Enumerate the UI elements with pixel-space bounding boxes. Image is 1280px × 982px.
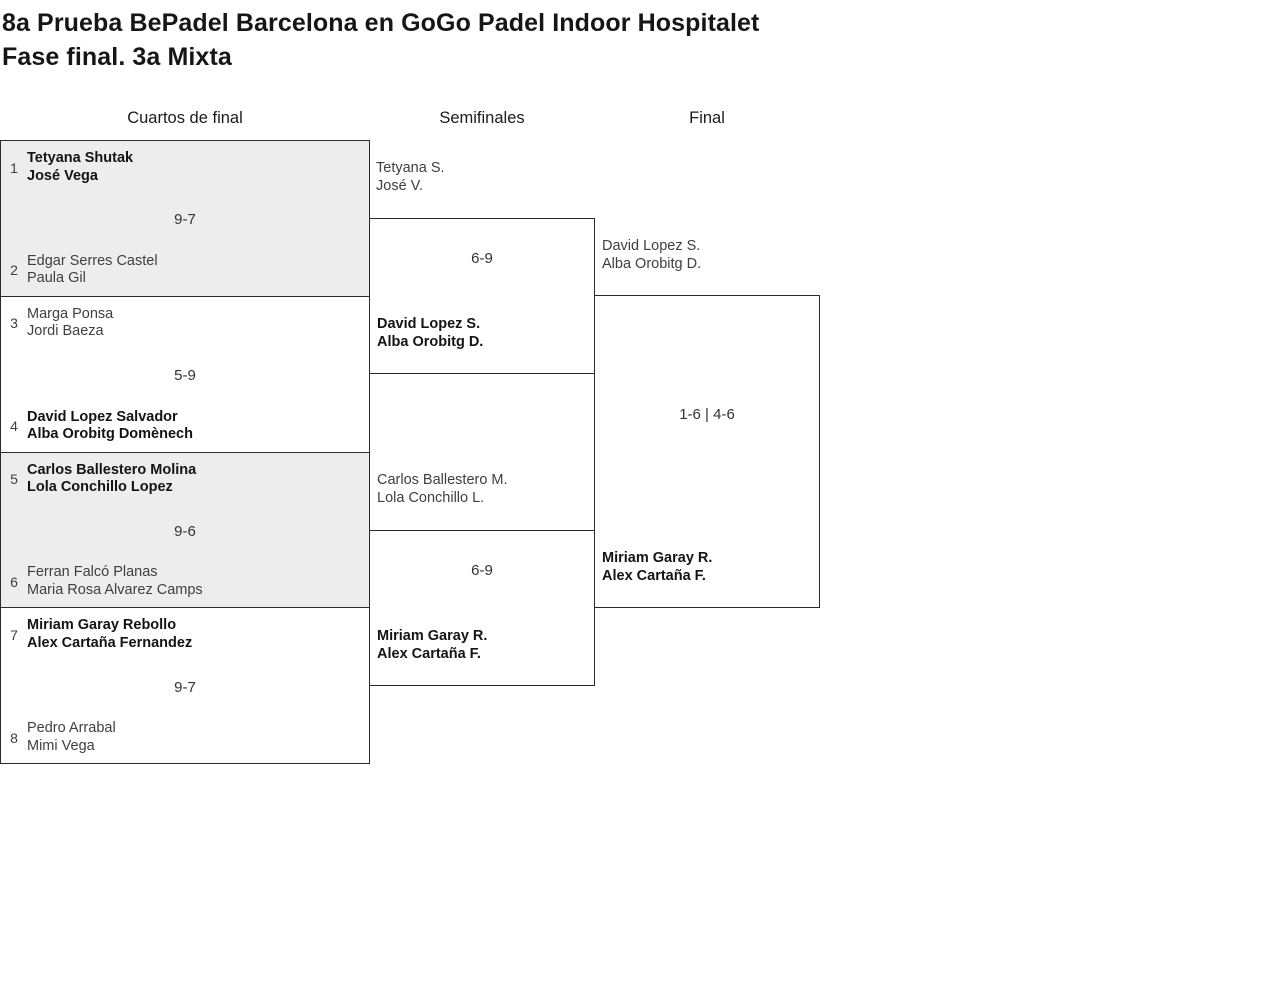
match-score: 6-9	[471, 562, 493, 579]
player-name: Ferran Falcó Planas	[27, 564, 158, 581]
team-row: 4 David Lopez Salvador Alba Orobitg Domè…	[1, 409, 369, 444]
team-names: Carlos Ballestero Molina Lola Conchillo …	[27, 462, 196, 497]
match-score: 5-9	[174, 367, 196, 385]
semifinal-2-team-2: Miriam Garay R. Alex Cartaña F.	[377, 628, 487, 663]
quarterfinal-match-1: 1 Tetyana Shutak José Vega 9-7 2 Edgar S…	[1, 141, 369, 297]
player-name: Mimi Vega	[27, 737, 95, 754]
seed-number: 4	[10, 418, 18, 434]
player-name: José V.	[376, 177, 424, 194]
player-name: David Lopez Salvador	[27, 408, 178, 425]
player-name: Lola Conchillo L.	[377, 489, 485, 506]
player-name: Alba Orobitg Domènech	[27, 426, 193, 442]
player-name: Tetyana S.	[376, 160, 445, 176]
team-names: Tetyana Shutak José Vega	[27, 150, 133, 185]
match-score: 9-6	[174, 522, 196, 540]
seed-number: 3	[10, 315, 18, 332]
seed-number: 7	[10, 626, 18, 643]
semifinal-2-team-1: Carlos Ballestero M. Lola Conchillo L.	[377, 472, 508, 507]
seed-number: 6	[10, 573, 18, 590]
column-header-final: Final	[689, 109, 725, 127]
team-row: 6 Ferran Falcó Planas Maria Rosa Alvarez…	[1, 564, 369, 599]
seed-number: 2	[10, 262, 18, 279]
player-name: Miriam Garay Rebollo	[27, 617, 177, 634]
team-names: Ferran Falcó Planas Maria Rosa Alvarez C…	[27, 564, 203, 599]
quarterfinals-column: 1 Tetyana Shutak José Vega 9-7 2 Edgar S…	[0, 140, 370, 764]
player-name: Alex Cartaña Fernandez	[27, 634, 193, 651]
player-name: Marga Ponsa	[27, 305, 114, 322]
column-header-quarterfinals: Cuartos de final	[127, 109, 243, 127]
semifinal-1-team-1: Tetyana S. José V.	[376, 160, 445, 195]
player-name: José Vega	[27, 167, 98, 184]
player-name: Alex Cartaña F.	[377, 645, 481, 662]
player-name: David Lopez S.	[602, 238, 701, 254]
quarterfinal-match-4: 7 Miriam Garay Rebollo Alex Cartaña Fern…	[1, 608, 369, 763]
player-name: Jordi Baeza	[27, 323, 104, 340]
player-name: Pedro Arrabal	[27, 720, 116, 736]
team-row: 1 Tetyana Shutak José Vega	[1, 150, 369, 185]
team-row: 5 Carlos Ballestero Molina Lola Conchill…	[1, 462, 369, 497]
player-name: Paula Gil	[27, 270, 86, 287]
final-team-2: Miriam Garay R. Alex Cartaña F.	[602, 550, 712, 585]
player-name: Carlos Ballestero M.	[377, 472, 508, 488]
player-name: Carlos Ballestero Molina	[27, 461, 197, 478]
player-name: Miriam Garay R.	[377, 628, 488, 644]
team-row: 3 Marga Ponsa Jordi Baeza	[1, 306, 369, 341]
quarterfinal-match-3: 5 Carlos Ballestero Molina Lola Conchill…	[1, 452, 369, 609]
player-name: Alba Orobitg D.	[377, 333, 484, 350]
team-names: Miriam Garay Rebollo Alex Cartaña Fernan…	[27, 617, 192, 652]
team-names: Edgar Serres Castel Paula Gil	[27, 253, 158, 288]
player-name: David Lopez S.	[377, 316, 481, 332]
seed-number: 8	[10, 729, 18, 746]
match-score: 1-6 | 4-6	[679, 406, 735, 423]
team-row: 2 Edgar Serres Castel Paula Gil	[1, 253, 369, 288]
match-score: 9-7	[174, 678, 196, 696]
team-names: Pedro Arrabal Mimi Vega	[27, 720, 116, 755]
final-match-box: 1-6 | 4-6	[594, 295, 820, 608]
player-name: Alba Orobitg D.	[602, 255, 702, 272]
page-title: 8a Prueba BePadel Barcelona en GoGo Pade…	[2, 9, 760, 37]
player-name: Alex Cartaña F.	[602, 567, 706, 584]
page-title-block: 8a Prueba BePadel Barcelona en GoGo Pade…	[2, 6, 760, 74]
match-score: 9-7	[174, 211, 196, 229]
seed-number: 5	[10, 471, 18, 487]
page-subtitle: Fase final. 3a Mixta	[2, 43, 232, 71]
player-name: Maria Rosa Alvarez Camps	[27, 581, 203, 598]
player-name: Miriam Garay R.	[602, 550, 713, 566]
team-names: David Lopez Salvador Alba Orobitg Domène…	[27, 409, 193, 444]
player-name: Edgar Serres Castel	[27, 252, 158, 269]
final-team-1: David Lopez S. Alba Orobitg D.	[602, 238, 701, 273]
team-names: Marga Ponsa Jordi Baeza	[27, 306, 113, 341]
semifinal-match-2-box: 6-9	[369, 530, 595, 686]
quarterfinal-match-2: 3 Marga Ponsa Jordi Baeza 5-9 4 David Lo…	[1, 296, 369, 453]
player-name: Tetyana Shutak	[27, 150, 134, 166]
team-row: 8 Pedro Arrabal Mimi Vega	[1, 720, 369, 755]
column-header-semifinals: Semifinales	[439, 109, 525, 127]
team-row: 7 Miriam Garay Rebollo Alex Cartaña Fern…	[1, 617, 369, 652]
match-score: 6-9	[471, 250, 493, 267]
seed-number: 1	[10, 159, 18, 176]
player-name: Lola Conchillo Lopez	[27, 479, 173, 495]
semifinal-1-team-2: David Lopez S. Alba Orobitg D.	[377, 316, 483, 351]
